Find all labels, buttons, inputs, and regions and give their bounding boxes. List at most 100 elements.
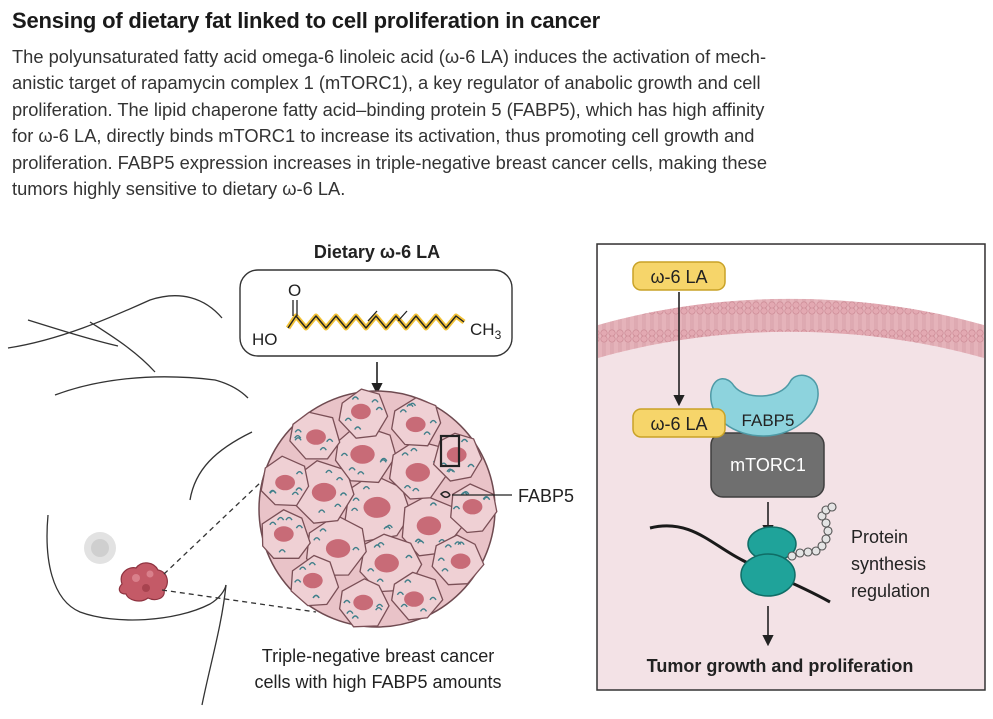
- fabp5-molecule: [294, 437, 302, 441]
- fabp5-molecule: [291, 491, 299, 496]
- fabp5-molecule: [429, 419, 437, 424]
- fabp5-molecule: [454, 541, 462, 545]
- cell-nucleus: [363, 496, 391, 518]
- la-top-label: ω-6 LA: [650, 267, 707, 287]
- fabp5-molecule: [334, 503, 342, 508]
- cell-nucleus: [462, 499, 483, 515]
- outcome-label: Tumor growth and proliferation: [647, 656, 914, 676]
- fabp5-molecule: [352, 546, 360, 551]
- fabp5-molecule: [444, 544, 452, 548]
- protein-synthesis-line: synthesis: [851, 554, 926, 574]
- fabp5-molecule: [325, 469, 333, 474]
- fabp5-molecule: [429, 596, 437, 601]
- fabp5-molecule: [326, 438, 334, 443]
- fabp5-molecule: [404, 579, 412, 583]
- la-top-pill: [632, 261, 726, 291]
- cell-nucleus: [306, 429, 326, 445]
- fabp5-molecule: [408, 402, 417, 407]
- mtorc1-label: mTORC1: [730, 455, 806, 475]
- amino-acid: [787, 551, 797, 561]
- protein-synthesis-line: regulation: [851, 581, 930, 601]
- fabp5-molecule: [340, 452, 349, 457]
- hydroxyl-label: HO: [252, 330, 278, 349]
- fabp5-molecule: [295, 471, 304, 475]
- cell-nucleus: [374, 553, 399, 573]
- description-line: The polyunsaturated fatty acid omega-6 l…: [12, 46, 767, 67]
- fabp5-molecule: [375, 406, 383, 411]
- protein-synthesis-line: Protein: [851, 527, 908, 547]
- fabp5-left-label: FABP5: [518, 486, 574, 506]
- fabp5-molecule: [452, 505, 461, 510]
- fabp5-molecule: [377, 542, 385, 546]
- fabp5-molecule: [350, 507, 359, 512]
- fabp5-molecule: [371, 399, 379, 403]
- fabp5-molecule: [467, 463, 475, 468]
- amino-acid: [821, 534, 831, 544]
- fabp5-molecule: [376, 578, 384, 583]
- fabp5-protein: [710, 374, 819, 437]
- fabp5-molecule: [313, 537, 321, 541]
- amino-acid: [811, 546, 821, 556]
- fabp5-callout-box: [439, 434, 461, 468]
- dietary-la-label: Dietary ω-6 LA: [314, 242, 440, 262]
- cell-nucleus: [405, 416, 426, 433]
- cell-nucleus: [273, 526, 294, 542]
- fabp5-molecule: [383, 525, 391, 530]
- fabp5-molecule: [294, 579, 302, 583]
- cell-nucleus: [311, 482, 337, 502]
- fabp5-right-label: FABP5: [742, 411, 795, 430]
- fabp5-molecule: [462, 491, 470, 495]
- cell-nucleus: [446, 447, 467, 463]
- fabp5-molecule: [405, 554, 413, 559]
- fabp5-molecule: [348, 467, 356, 471]
- fabp5-molecule: [343, 599, 351, 604]
- fabp5-molecule: [344, 417, 352, 422]
- ribosome: [740, 526, 797, 597]
- fabp5-molecule: [295, 487, 303, 491]
- cell-nucleus: [351, 403, 371, 420]
- fabp5-molecule: [396, 591, 405, 596]
- fabp5-molecule: [351, 396, 360, 400]
- fabp5-molecule: [412, 487, 420, 492]
- fabp5-molecule: [346, 610, 354, 614]
- fabp5-molecule: [367, 568, 375, 572]
- fabp5-molecule: [483, 496, 491, 501]
- amino-acid: [803, 547, 813, 557]
- cell-nucleus: [353, 594, 374, 611]
- fabp5-molecule: [423, 431, 431, 435]
- fabp5-molecule: [414, 538, 423, 543]
- body-outline: [7, 295, 253, 706]
- fabp5-molecule: [354, 426, 362, 430]
- fabp5-molecule: [362, 486, 371, 490]
- fabp5-molecule: [295, 524, 304, 529]
- fabp5-pointer: [439, 491, 512, 498]
- cell-nucleus: [416, 516, 442, 536]
- amino-acid: [817, 541, 827, 551]
- fabp5-molecule: [375, 603, 384, 608]
- fabp5-molecule: [312, 594, 320, 599]
- cell-nucleus: [275, 474, 295, 491]
- fabp5-molecule: [357, 471, 365, 475]
- fabp5-molecule: [446, 468, 454, 473]
- fabp5-molecule: [419, 608, 428, 612]
- tumor-small: [118, 562, 168, 602]
- oxygen-label: O: [288, 281, 301, 300]
- fabp5-molecule: [318, 509, 326, 513]
- fabp5-molecule: [285, 516, 293, 521]
- description-line: for ω-6 LA, directly binds mTORC1 to inc…: [12, 125, 755, 147]
- fabp5-molecule: [429, 502, 438, 506]
- fabp5-molecule: [299, 566, 307, 571]
- tumor-cell-cluster: [258, 388, 498, 628]
- cell-nucleus: [302, 572, 323, 589]
- amino-acid: [821, 518, 831, 528]
- fabp5-molecule: [410, 447, 418, 452]
- fabp5-molecule: [269, 521, 277, 526]
- fabp5-molecule: [351, 615, 359, 619]
- fabp5-molecule: [276, 516, 285, 521]
- mrna-strand: [649, 524, 831, 604]
- figure-description: The polyunsaturated fatty acid omega-6 l…: [12, 44, 982, 202]
- fabp5-molecule: [278, 549, 286, 553]
- linoleic-acid-structure: [285, 300, 466, 331]
- description-line: anistic target of rapamycin complex 1 (m…: [12, 72, 761, 94]
- zoom-lines: [161, 427, 319, 613]
